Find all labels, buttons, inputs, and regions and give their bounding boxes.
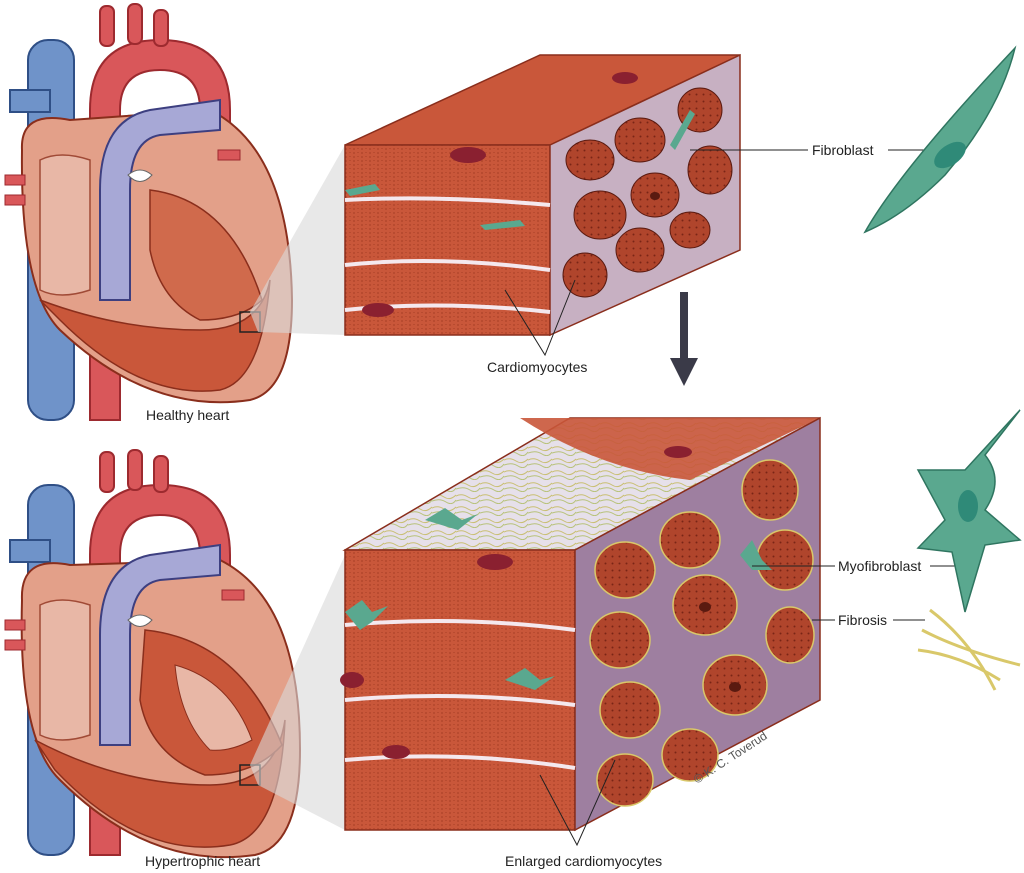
aortic-branch-1 <box>99 451 115 493</box>
vena-cava-branch <box>9 89 51 113</box>
healthy-tissue-block: Cardiomyocytes <box>344 53 808 375</box>
nucleus <box>477 554 513 570</box>
pulmonary-vein-left-1 <box>4 174 26 186</box>
vena-cava-branch <box>9 539 51 563</box>
hypertrophic-heart-illustration: Hypertrophic heart <box>4 449 302 869</box>
reduced-chamber <box>174 664 253 751</box>
pulmonary-artery <box>99 543 221 746</box>
pulmonary-vein-left-2 <box>4 194 26 206</box>
valve <box>127 614 153 627</box>
aortic-branch-2 <box>127 3 143 45</box>
down-arrow-icon <box>670 292 698 386</box>
pulmonary-vein-right <box>221 589 245 601</box>
fibroblast-in-tissue <box>345 184 380 196</box>
healthy-heart-illustration: Healthy heart <box>4 3 294 423</box>
aortic-branch-1 <box>99 5 115 47</box>
fibrosis-fibers <box>917 608 1021 691</box>
myofibroblast-in-tissue <box>345 600 388 630</box>
myofibroblast-in-tissue <box>505 668 555 690</box>
block-front-face <box>344 549 576 831</box>
pulmonary-vein-left-2 <box>4 639 26 651</box>
hypertrophic-tissue-block: Enlarged cardiomyocytes © K. C. Toverud <box>340 416 835 869</box>
myofibroblast-label: Myofibroblast <box>838 558 921 574</box>
fibroblast-cell <box>863 45 1017 234</box>
fibroblast-nucleus <box>934 141 966 169</box>
fibroblast-label: Fibroblast <box>812 142 874 158</box>
myofibroblast-in-tissue <box>740 540 772 570</box>
fibroblast-in-tissue <box>480 220 525 230</box>
right-atrium <box>39 599 91 741</box>
aortic-branch-3 <box>153 9 169 47</box>
pulmonary-artery <box>99 98 221 301</box>
right-atrium <box>39 154 91 296</box>
cardiomyocytes-leader <box>504 279 576 357</box>
healthy-heart-label: Healthy heart <box>146 407 229 423</box>
nucleus <box>450 147 486 163</box>
pulmonary-vein-left-1 <box>4 619 26 631</box>
myofibroblast-nucleus <box>958 490 978 522</box>
fibroblast-in-tissue <box>670 110 695 150</box>
myofibroblast-cell <box>916 409 1022 613</box>
left-ventricle <box>149 189 263 321</box>
hypertrophic-heart-label: Hypertrophic heart <box>145 853 260 869</box>
enlarged-cardiomyocytes-label: Enlarged cardiomyocytes <box>505 853 662 869</box>
muscle-fiber-gaps <box>344 619 576 770</box>
aortic-branch-3 <box>153 455 169 493</box>
zoom-projection <box>250 145 345 335</box>
nucleus <box>340 672 364 688</box>
zoom-projection <box>250 555 345 830</box>
myofibroblast-in-tissue <box>425 508 478 530</box>
aortic-branch-2 <box>127 449 143 491</box>
nucleus <box>664 446 692 458</box>
pulmonary-vein-right <box>217 149 241 161</box>
cardiomyocytes-label: Cardiomyocytes <box>487 359 587 375</box>
nucleus <box>362 303 394 317</box>
valve <box>127 169 153 182</box>
enlarged-cardiomyocyte-cross-sections <box>589 459 815 807</box>
enlarged-cardiomyocytes-leader <box>539 759 616 847</box>
fibrosis-label: Fibrosis <box>838 612 887 628</box>
nucleus <box>612 72 638 84</box>
nucleus <box>382 745 410 759</box>
